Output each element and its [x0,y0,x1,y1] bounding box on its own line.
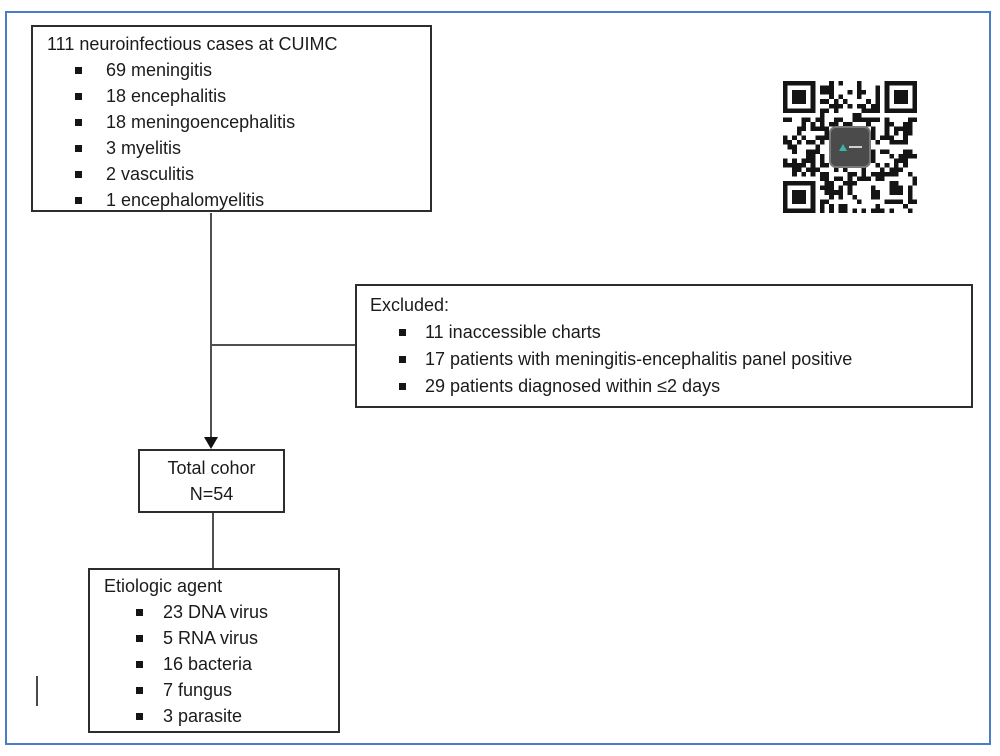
bullet-square-icon [136,634,143,642]
logo-text-mark [848,146,862,148]
list-item-label: 18 encephalitis [106,85,227,106]
list-item: 5 RNA virus [104,625,338,651]
qr-code [783,81,917,213]
bullet-square-icon [399,329,406,336]
connector-horizontal-line [211,344,356,346]
list-item-label: 3 myelitis [106,137,182,158]
bullet-square-icon [136,608,143,616]
total-cohort-label: Total cohor [167,458,256,478]
bullet-square-icon [136,686,143,694]
bullet-square-icon [75,196,82,204]
list-item-label: 29 patients diagnosed within ≤2 days [425,376,721,396]
bullet-square-icon [75,144,82,152]
etiologic-box-title: Etiologic agent [104,576,223,596]
list-item-label: 2 vasculitis [106,163,195,184]
list-item: 18 meningoencephalitis [47,109,430,135]
list-item-label: 7 fungus [163,679,233,700]
list-item: 11 inaccessible charts [370,319,971,346]
list-item-label: 3 parasite [163,705,243,726]
bullet-square-icon [75,92,82,100]
bullet-square-icon [399,383,406,390]
cohort-box-title: 111 neuroinfectious cases at CUIMC [47,34,338,54]
list-item: 2 vasculitis [47,161,430,187]
list-item: 3 myelitis [47,135,430,161]
bullet-square-icon [399,356,406,363]
list-item: 29 patients diagnosed within ≤2 days [370,373,971,400]
list-item: 69 meningitis [47,57,430,83]
arrow-down-icon [204,437,218,449]
list-item-label: 5 RNA virus [163,627,259,648]
bullet-square-icon [75,170,82,178]
list-item: 16 bacteria [104,651,338,677]
cohort-box: 111 neuroinfectious cases at CUIMC 69 me… [31,25,432,212]
list-item: 23 DNA virus [104,599,338,625]
qr-center-logo [829,126,871,168]
text-cursor-bar [36,676,38,706]
bullet-square-icon [136,712,143,720]
excluded-box: Excluded: 11 inaccessible charts 17 pati… [355,284,973,408]
logo-triangle-icon [838,143,847,151]
list-item-label: 23 DNA virus [163,601,269,622]
slide-border [5,11,991,745]
list-item: 7 fungus [104,677,338,703]
list-item-label: 1 encephalomyelitis [106,189,265,210]
bullet-square-icon [75,118,82,126]
list-item-label: 11 inaccessible charts [425,322,601,342]
bullet-square-icon [136,660,143,668]
excluded-box-title: Excluded: [370,295,450,315]
list-item: 17 patients with meningitis-encephalitis… [370,346,971,373]
qr-code-pattern [783,81,917,213]
bullet-square-icon [75,66,82,74]
list-item-label: 17 patients with meningitis-encephalitis… [425,349,853,369]
list-item: 3 parasite [104,703,338,729]
list-item: 18 encephalitis [47,83,430,109]
connector-vertical-line [212,513,214,568]
etiologic-agent-box: Etiologic agent 23 DNA virus 5 RNA virus… [88,568,340,733]
total-cohort-count: N=54 [189,484,234,504]
list-item-label: 16 bacteria [163,653,253,674]
list-item: 1 encephalomyelitis [47,187,430,213]
total-cohort-box: Total cohor N=54 [138,449,285,513]
connector-vertical-line [210,213,212,437]
list-item-label: 69 meningitis [106,59,213,80]
list-item-label: 18 meningoencephalitis [106,111,296,132]
